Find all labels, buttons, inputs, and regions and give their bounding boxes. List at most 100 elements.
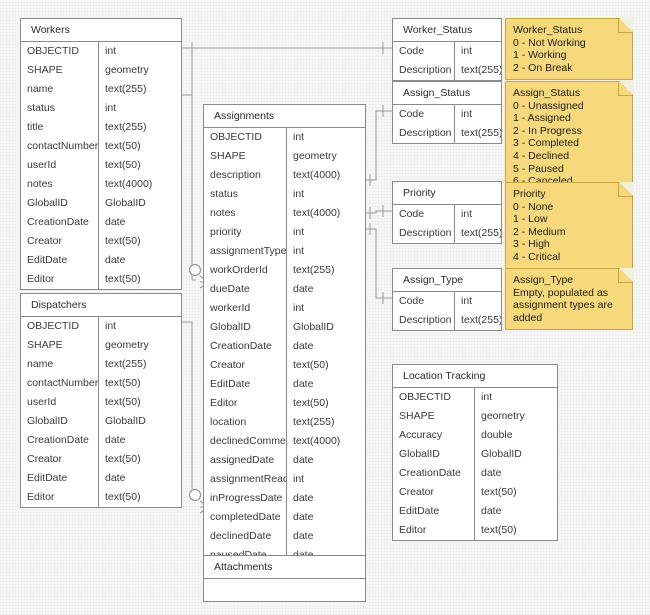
field-name: CreationDate xyxy=(393,464,475,483)
field-type: int xyxy=(293,302,305,314)
note-line: assignment types are added xyxy=(513,299,613,324)
table-row: CreationDate date xyxy=(204,337,365,356)
field-type: text(255) xyxy=(105,83,147,95)
field-type: text(255) xyxy=(293,416,335,428)
entity-title-dispatchers: Dispatchers xyxy=(21,294,181,317)
entity-title-priority: Priority xyxy=(393,182,501,205)
field-type: int xyxy=(481,391,493,403)
field-type: text(50) xyxy=(105,377,141,389)
field-type: date xyxy=(293,511,314,523)
field-name: userId xyxy=(21,156,99,175)
field-name: CreationDate xyxy=(21,431,99,450)
note-line: 1 - Assigned xyxy=(513,112,571,125)
field-type: date xyxy=(293,340,314,352)
field-name: OBJECTID xyxy=(21,317,99,336)
field-name: CreationDate xyxy=(21,213,99,232)
field-name: Code xyxy=(393,105,455,124)
note-title: Worker_Status xyxy=(513,24,583,36)
entity-title-workers: Workers xyxy=(21,19,181,42)
entity-title-assign_type: Assign_Type xyxy=(393,269,501,292)
entity-title-location_tracking: Location Tracking xyxy=(393,365,557,388)
note-fold-corner-icon xyxy=(618,18,633,33)
note-line: 3 - High xyxy=(513,238,550,251)
field-type: date xyxy=(481,467,502,479)
connector-assignments-assign-status xyxy=(366,110,392,181)
field-name: priority xyxy=(204,223,287,242)
note-line: 0 - Not Working xyxy=(513,36,586,49)
table-row: CreationDate date xyxy=(21,213,181,232)
field-type: date xyxy=(293,378,314,390)
field-type: date xyxy=(105,216,126,228)
field-name: OBJECTID xyxy=(393,388,475,407)
field-type: text(50) xyxy=(481,524,517,536)
field-type: text(255) xyxy=(461,64,501,76)
field-type: int xyxy=(293,226,305,238)
field-type: text(50) xyxy=(105,491,141,503)
field-name: SHAPE xyxy=(393,407,475,426)
field-name: assignedDate xyxy=(204,451,287,470)
field-type: GlobalID xyxy=(105,197,146,209)
field-name: CreationDate xyxy=(204,337,287,356)
note-line: 2 - In Progress xyxy=(513,124,582,137)
table-row: location text(255) xyxy=(204,413,365,432)
field-name: description xyxy=(204,166,287,185)
field-name: dueDate xyxy=(204,280,287,299)
field-type: int xyxy=(293,131,305,143)
field-name: GlobalID xyxy=(393,445,475,464)
note-title: Assign_Type xyxy=(513,274,574,286)
field-name: contactNumber xyxy=(21,374,99,393)
field-type: GlobalID xyxy=(105,415,146,427)
field-type: text(255) xyxy=(105,121,147,133)
entity-title-assignments: Assignments xyxy=(204,105,365,128)
field-name: notes xyxy=(204,204,287,223)
field-type: int xyxy=(461,208,473,220)
field-name: GlobalID xyxy=(21,412,99,431)
field-name: status xyxy=(21,99,99,118)
field-name: location xyxy=(204,413,287,432)
note-line: 5 - Paused xyxy=(513,162,564,175)
field-type: date xyxy=(293,492,314,504)
field-name: title xyxy=(21,118,99,137)
field-name: Editor xyxy=(393,521,475,540)
note-fold-corner-icon xyxy=(618,182,633,197)
table-row: Editor text(50) xyxy=(393,521,557,540)
field-type: text(50) xyxy=(105,140,141,152)
connector-assignments-assign-type xyxy=(366,228,392,299)
note-line: 4 - Critical xyxy=(513,250,561,263)
note-line: 1 - Working xyxy=(513,49,567,62)
entity-attachments[interactable]: Attachments xyxy=(203,555,366,602)
field-type: double xyxy=(481,429,513,441)
